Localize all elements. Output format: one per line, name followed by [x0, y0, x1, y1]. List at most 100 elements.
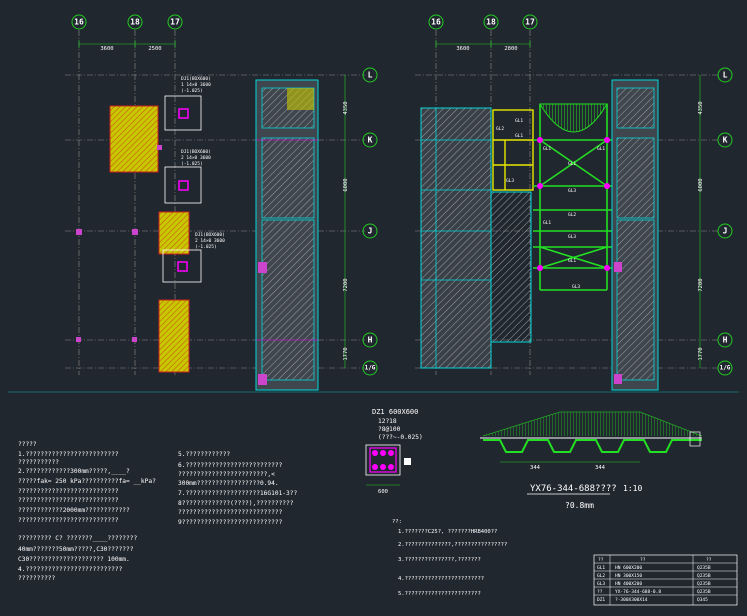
pile-label-2-c: (-1.025) — [181, 161, 203, 167]
table-cell: ?-300X300X14 — [615, 597, 648, 603]
table-header-2: ?? — [640, 557, 646, 563]
column-line-3: (???~-0.025) — [378, 434, 423, 441]
table-cell: Q235B — [697, 581, 711, 587]
dim-right-side-2: 6000 — [698, 178, 704, 191]
axis-bubble-16-right: 16 — [431, 18, 441, 27]
mid-note-5: 8?????????????(????),?????????? — [178, 500, 294, 507]
pile-label-1-b: 1 14×0 3600 — [181, 82, 211, 88]
table-cell: DZ1 — [597, 597, 605, 603]
mid-note-6: ???????????????????????????? — [178, 509, 283, 516]
left-note-10: 40mm???????50mm?????,C30??????? — [18, 546, 134, 553]
column-line-1: 12?18 — [378, 418, 397, 425]
left-note-11: C30???????????????????? 100mm. — [18, 556, 130, 563]
left-note-5: ??????????????????????????? — [18, 488, 119, 495]
deck-thickness: ?0.8mm — [565, 501, 594, 510]
beam-label-10: GL3 — [572, 284, 580, 290]
table-cell: Q345 — [697, 597, 708, 603]
axis-bubble-L-left: L — [368, 71, 373, 80]
axis-bubble-17-left: 17 — [170, 18, 180, 27]
deck-scale: 1:10 — [623, 484, 642, 493]
column-section-dz1: DZ1 600X600 12?18 ?8@100 (???~-0.025) 60… — [365, 408, 423, 495]
table-header-1: ?? — [598, 557, 604, 563]
table-cell: Q235B — [697, 573, 711, 579]
right-note-0: ??: — [392, 519, 402, 525]
dim-top-right-1: 3600 — [456, 46, 469, 52]
right-note-1: 1.???????C25?, ???????HRB400?? — [398, 529, 497, 535]
table-cell: ?? — [597, 589, 603, 595]
dim-top-left-1: 3600 — [100, 46, 113, 52]
left-note-13: ?????????? — [18, 575, 56, 582]
table-cell: YX-76-344-688-0.8 — [615, 589, 661, 595]
pile-label-3-c: (-1.025) — [195, 244, 217, 250]
beam-label-12: GL1 — [597, 146, 605, 152]
mid-note-7: 9??????????????????????????? — [178, 519, 283, 526]
table-cell: GL2 — [597, 573, 605, 579]
axis-bubble-1G-right: 1/G — [720, 365, 731, 372]
mid-note-3: 300mm?????????????????0.94. — [178, 480, 279, 487]
dim-top-left-2: 2500 — [148, 46, 161, 52]
left-note-3: 2.????????????300mm?????,____? — [18, 468, 130, 475]
table-cell: Q235B — [697, 565, 711, 571]
table-cell: Q235B — [697, 589, 711, 595]
axis-bubble-K-left: K — [368, 136, 373, 145]
left-axis-bubbles: 16 18 17 L K J H 1/G — [71, 14, 378, 376]
dim-right-side-3: 7200 — [698, 278, 704, 291]
column-title: DZ1 600X600 — [372, 408, 418, 416]
beam-label-6: GL3 — [568, 188, 576, 194]
material-table: ?? ?? ?? GL1 HN 600X200 Q235B GL2 HN 300… — [593, 554, 738, 606]
axis-bubble-18-right: 18 — [486, 18, 496, 27]
dim-top-right-2: 2800 — [504, 46, 517, 52]
dim-right-side-1: 4350 — [698, 101, 704, 114]
axis-bubble-18-left: 18 — [130, 18, 140, 27]
deck-dim-1: 344 — [530, 465, 541, 471]
right-notes: ??: 1.???????C25?, ???????HRB400?? 2.???… — [392, 519, 507, 597]
axis-bubble-H-right: H — [723, 336, 728, 345]
table-cell: GL1 — [597, 565, 605, 571]
table-cell: HN 300X150 — [615, 573, 642, 579]
deck-title: YX76-344-688???? — [530, 484, 617, 494]
left-note-2: ??????????? — [18, 459, 59, 466]
pile-label-1-a: DJ1(BOX600) — [181, 76, 211, 82]
left-note-0: ????? — [18, 441, 37, 448]
beam-label-13: GL1 — [543, 220, 551, 226]
pile-label-2-a: DJ1(BOX600) — [181, 149, 211, 155]
axis-bubble-J-left: J — [368, 227, 373, 236]
left-note-6: ??????????????????????????? — [18, 497, 119, 504]
table-cell: HN 400X200 — [615, 581, 642, 587]
right-note-4: 4.???????????????????????? — [398, 576, 484, 582]
left-note-1: 1.????????????????????????? — [18, 451, 119, 458]
mid-note-4: 7.????????????????????16G101-3?? — [178, 490, 297, 497]
dim-left-side-3: 7200 — [343, 278, 349, 291]
beam-label-7: GL2 — [568, 212, 576, 218]
dim-left-side-2: 6000 — [343, 178, 349, 191]
pile-label-3-b: 2 14×0 3600 — [195, 238, 225, 244]
middle-notes: 5.???????????? 6.???????????????????????… — [178, 451, 297, 526]
dim-right-side-4: 1770 — [698, 347, 704, 360]
beam-label-5: GL1 — [568, 161, 576, 167]
right-note-3: 3.???????????????,??????? — [398, 557, 481, 563]
left-note-8: ??????????????????????????? — [18, 517, 119, 524]
table-cell: HN 600X200 — [615, 565, 642, 571]
beam-label-1: GL1 — [515, 118, 523, 124]
mid-note-0: 5.???????????? — [178, 451, 230, 458]
beam-label-11: GL1 — [543, 146, 551, 152]
beam-label-4: GL3 — [506, 178, 514, 184]
table-cell: GL3 — [597, 581, 605, 587]
left-foundation-plan: 3600 2500 DJ1(BOX600) 1 14×0 3600 (-1.02… — [65, 30, 365, 391]
dim-left-side-1: 4350 — [343, 101, 349, 114]
mid-note-2: ????????????????????????,< — [178, 471, 275, 478]
left-notes: ????? 1.????????????????????????? ??????… — [18, 441, 156, 582]
dim-left-side-4: 1770 — [343, 347, 349, 360]
beam-label-8: GL3 — [568, 234, 576, 240]
table-header-3: ?? — [706, 557, 712, 563]
left-note-4: ?????fak= 250 kPa??????????fa= __kPa? — [18, 478, 156, 485]
beam-label-3: GL1 — [515, 133, 523, 139]
axis-bubble-1G-left: 1/G — [365, 365, 376, 372]
deck-dim-2: 344 — [595, 465, 606, 471]
column-line-2: ?8@100 — [378, 426, 401, 433]
axis-bubble-J-right: J — [723, 227, 728, 236]
right-note-2: 2.??????????????,???????????????? — [398, 542, 507, 548]
pile-label-2-b: 2 14×0 3600 — [181, 155, 211, 161]
